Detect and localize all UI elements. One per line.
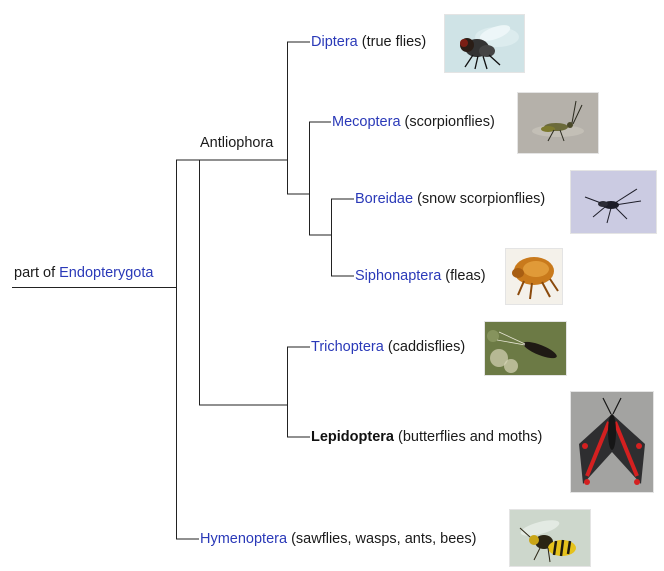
flea-photo[interactable]	[505, 248, 563, 305]
diptera-common-name: (true flies)	[362, 34, 426, 50]
hymenoptera-link[interactable]: Hymenoptera	[200, 531, 287, 547]
diptera-link[interactable]: Diptera	[311, 34, 358, 50]
siphonaptera-link[interactable]: Siphonaptera	[355, 268, 441, 284]
fly-photo[interactable]	[444, 14, 525, 73]
hymenoptera-common-name: (sawflies, wasps, ants, bees)	[291, 531, 476, 547]
mecoptera-link[interactable]: Mecoptera	[332, 114, 401, 130]
trichoptera-link[interactable]: Trichoptera	[311, 339, 384, 355]
scorpionfly-photo[interactable]	[517, 92, 599, 154]
antliophora-label: Antliophora	[200, 134, 273, 152]
caddisfly-photo[interactable]	[484, 321, 567, 376]
lepidoptera-name: Lepidoptera	[311, 429, 394, 445]
taxon-lepidoptera: Lepidoptera (butterflies and moths)	[311, 428, 542, 446]
taxon-mecoptera: Mecoptera (scorpionflies)	[332, 113, 495, 131]
snow-scorpionfly-photo[interactable]	[570, 170, 657, 234]
boreidae-link[interactable]: Boreidae	[355, 191, 413, 207]
taxon-siphonaptera: Siphonaptera (fleas)	[355, 267, 486, 285]
root-prefix: part of	[14, 265, 55, 281]
lepidoptera-common-name: (butterflies and moths)	[398, 429, 542, 445]
root-label: part of Endopterygota	[14, 264, 153, 282]
mecoptera-common-name: (scorpionflies)	[405, 114, 495, 130]
trichoptera-common-name: (caddisflies)	[388, 339, 465, 355]
taxon-hymenoptera: Hymenoptera (sawflies, wasps, ants, bees…	[200, 530, 476, 548]
wasp-photo[interactable]	[509, 509, 591, 567]
boreidae-common-name: (snow scorpionflies)	[417, 191, 545, 207]
taxon-trichoptera: Trichoptera (caddisflies)	[311, 338, 465, 356]
endopterygota-link[interactable]: Endopterygota	[59, 265, 153, 281]
siphonaptera-common-name: (fleas)	[445, 268, 485, 284]
taxon-diptera: Diptera (true flies)	[311, 33, 426, 51]
moth-photo[interactable]	[570, 391, 654, 493]
taxon-boreidae: Boreidae (snow scorpionflies)	[355, 190, 545, 208]
